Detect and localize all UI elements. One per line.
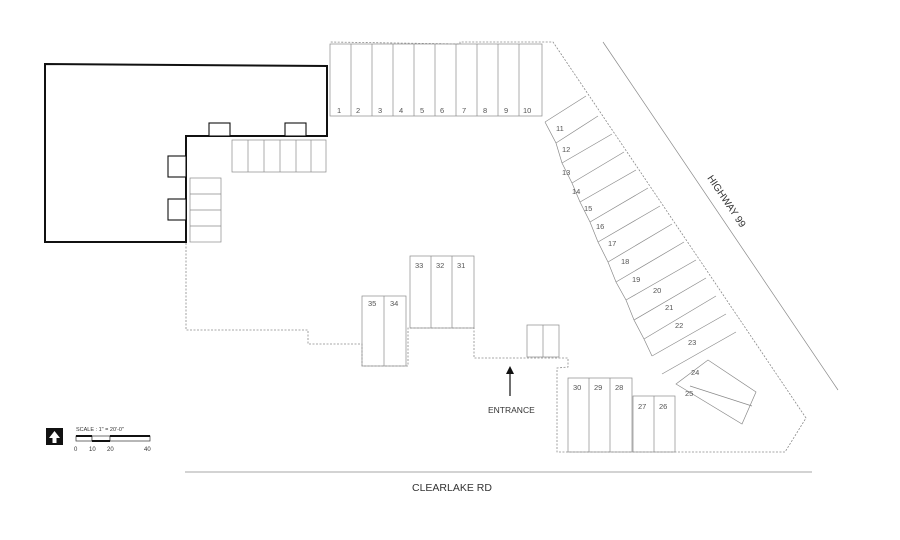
stall-number: 27 xyxy=(638,402,646,411)
scale-tick: 0 xyxy=(74,447,78,453)
stall-row-building-side xyxy=(189,177,222,243)
stall-number: 7 xyxy=(462,106,466,115)
building-outline xyxy=(44,62,328,243)
stall-row-center xyxy=(409,255,475,329)
stall-number: 24 xyxy=(691,368,699,377)
stall-number: 13 xyxy=(562,168,570,177)
entrance-label: ENTRANCE xyxy=(488,405,535,415)
stall-number: 5 xyxy=(420,106,424,115)
stall-row-bottom xyxy=(567,377,633,453)
road-label: CLEARLAKE RD xyxy=(412,482,492,494)
stall-number: 33 xyxy=(415,261,423,270)
stall-number: 18 xyxy=(621,257,629,266)
stall-number: 6 xyxy=(440,106,444,115)
building-vent xyxy=(208,122,231,137)
stall-number: 17 xyxy=(608,239,616,248)
stall-number: 30 xyxy=(573,383,581,392)
building-vent xyxy=(284,122,307,137)
stall-number: 29 xyxy=(594,383,602,392)
stall-number: 34 xyxy=(390,299,398,308)
stall-number: 9 xyxy=(504,106,508,115)
stall-number: 10 xyxy=(523,106,531,115)
stall-number: 25 xyxy=(685,389,693,398)
stall-number: 28 xyxy=(615,383,623,392)
scale-tick: 40 xyxy=(144,447,151,453)
stall-row-diagonal xyxy=(544,95,737,375)
stall-row-corner xyxy=(675,359,757,425)
stall-number: 21 xyxy=(665,303,673,312)
stall-number: 23 xyxy=(688,338,696,347)
stall-number: 22 xyxy=(675,321,683,330)
entrance-arrow-icon xyxy=(506,366,514,396)
scale-text: SCALE : 1" = 20'-0" xyxy=(76,427,124,433)
scale-tick: 10 xyxy=(89,447,96,453)
building-vent xyxy=(167,198,187,221)
stall-number: 20 xyxy=(653,286,661,295)
stall-number: 14 xyxy=(572,187,580,196)
highway-edge-line xyxy=(602,41,839,391)
building-vent xyxy=(167,155,187,178)
stall-pair-entrance xyxy=(526,324,560,358)
stall-number: 32 xyxy=(436,261,444,270)
scale-bar xyxy=(75,435,151,442)
stall-number: 1 xyxy=(337,106,341,115)
stall-number: 2 xyxy=(356,106,360,115)
stall-row-building-top xyxy=(231,139,327,173)
stall-number: 4 xyxy=(399,106,403,115)
stall-number: 16 xyxy=(596,222,604,231)
scale-tick: 20 xyxy=(107,447,114,453)
stall-row-left-pair xyxy=(361,295,407,367)
stall-number: 26 xyxy=(659,402,667,411)
stall-number: 12 xyxy=(562,145,570,154)
stall-number: 8 xyxy=(483,106,487,115)
stall-number: 3 xyxy=(378,106,382,115)
stall-number: 19 xyxy=(632,275,640,284)
stall-row-bottom-pair xyxy=(632,395,676,453)
stall-row-top xyxy=(329,43,543,117)
stall-number: 15 xyxy=(584,204,592,213)
stall-number: 35 xyxy=(368,299,376,308)
stall-number: 11 xyxy=(556,124,564,133)
north-arrow-icon xyxy=(46,428,63,445)
stall-number: 31 xyxy=(457,261,465,270)
lot-boundary xyxy=(185,41,807,453)
